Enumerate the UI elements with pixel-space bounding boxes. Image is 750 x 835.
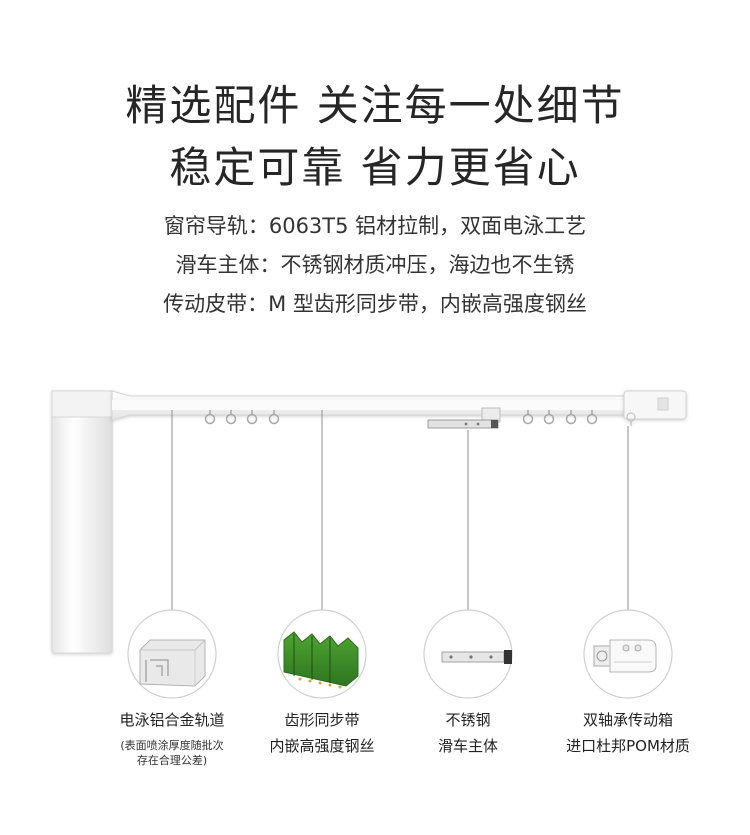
end-cap [623, 390, 687, 426]
headline-line-2: 稳定可靠 省力更省心 [169, 143, 581, 192]
feature-label-pulley-sub: 滑车主体 [437, 737, 498, 755]
master-carriage [427, 407, 501, 429]
detail-circle-gearbox [583, 609, 673, 699]
feature-label-pulley: 不锈钢 [445, 711, 491, 729]
timing-belt-icon [283, 631, 359, 689]
runner-group-right [522, 410, 598, 425]
feature-note-line-1: (表面喷涂厚度随批次 [120, 739, 224, 752]
spec-pulley: 滑车主体：不锈钢材质冲压，海边也不生锈 [175, 253, 575, 277]
feature-note-line-2: 存在合理公差) [136, 754, 208, 767]
rail-profile-icon [139, 639, 206, 687]
gearbox-icon [593, 639, 657, 673]
curtain-rail [111, 390, 682, 421]
spec-belt: 传动皮带：M 型齿形同步带，内嵌高强度钢丝 [163, 292, 587, 316]
feature-label-rail: 电泳铝合金轨道 [119, 711, 225, 729]
feature-label-gearbox: 双轴承传动箱 [582, 711, 673, 729]
detail-circle-belt [277, 609, 367, 699]
motor-unit [51, 390, 113, 654]
detail-circle-rail [127, 609, 217, 699]
runner-group-left [204, 410, 280, 425]
feature-label-gearbox-sub: 进口杜邦POM材质 [566, 737, 690, 755]
spec-rail: 窗帘导轨：6063T5 铝材拉制，双面电泳工艺 [163, 214, 587, 238]
feature-label-belt-sub: 内嵌高强度钢丝 [269, 737, 375, 755]
feature-label-belt: 齿形同步带 [284, 711, 360, 729]
detail-circle-pulley [423, 609, 513, 699]
leader-lines [171, 410, 629, 610]
pulley-plate-icon [441, 650, 512, 664]
headline-line-1: 精选配件 关注每一处细节 [125, 81, 625, 130]
